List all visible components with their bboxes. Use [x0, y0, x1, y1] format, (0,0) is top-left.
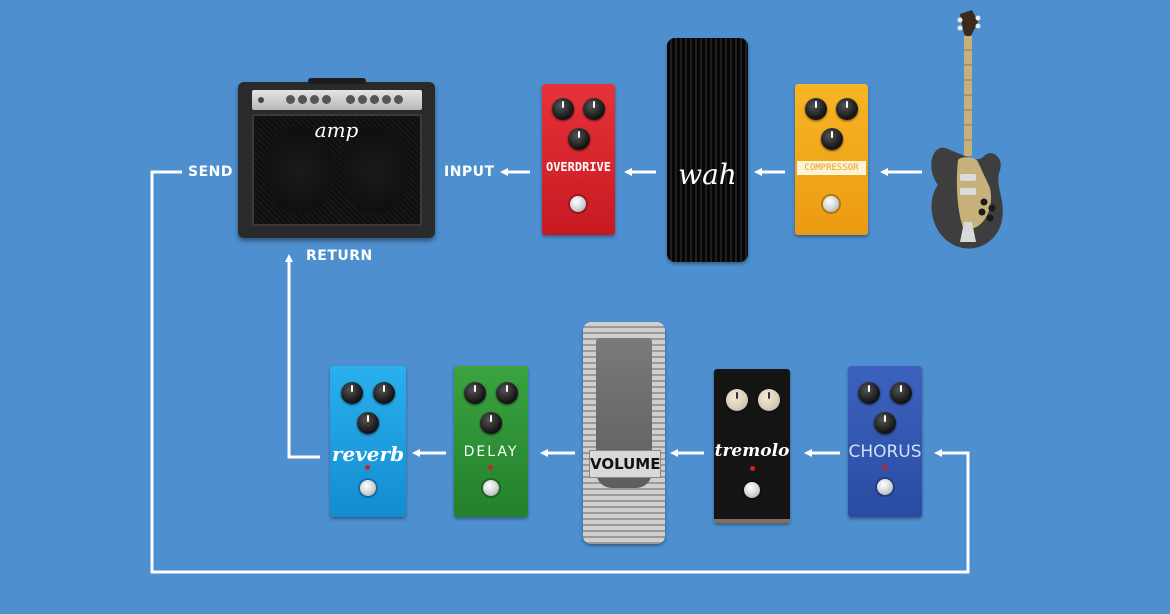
knob	[552, 98, 574, 120]
delay-label: DELAY	[463, 444, 519, 460]
return-label: RETURN	[306, 248, 373, 264]
amp-handle	[308, 78, 366, 84]
led	[576, 182, 581, 187]
knob	[341, 382, 363, 404]
led	[750, 466, 755, 471]
footswitch	[483, 480, 499, 496]
overdrive-pedal: OVERDRIVE	[542, 84, 615, 235]
overdrive-label: OVERDRIVE	[545, 160, 612, 174]
volume-label: VOLUME	[589, 450, 661, 478]
amp-logo: amp	[314, 118, 359, 142]
send-label: SEND	[188, 164, 233, 180]
knob	[726, 389, 748, 411]
reverb-label: reverb	[331, 442, 405, 466]
knob	[373, 382, 395, 404]
footswitch	[744, 482, 760, 498]
amp-control-panel	[252, 90, 422, 110]
guitar-icon	[931, 10, 1003, 249]
knob	[858, 382, 880, 404]
knob	[583, 98, 605, 120]
wah-label: wah	[678, 158, 737, 191]
knob	[357, 412, 379, 434]
knob	[805, 98, 827, 120]
chorus-label: CHORUS	[848, 442, 922, 462]
compressor-label: COMPRESSOR	[797, 161, 866, 175]
led	[365, 465, 370, 470]
tremolo-pedal: tremolo	[714, 369, 790, 523]
knob	[758, 389, 780, 411]
knob	[890, 382, 912, 404]
knob	[480, 412, 502, 434]
tremolo-label: tremolo	[714, 441, 790, 461]
knob	[821, 128, 843, 150]
input-label: INPUT	[444, 164, 495, 180]
return-line	[285, 254, 320, 459]
footswitch	[823, 196, 839, 212]
send-loop-line	[150, 170, 970, 574]
footswitch	[570, 196, 586, 212]
led	[488, 465, 493, 470]
knob	[568, 128, 590, 150]
amp: amp	[238, 78, 435, 238]
reverb-pedal: reverb	[330, 366, 406, 517]
footswitch	[877, 479, 893, 495]
led	[882, 465, 887, 470]
volume-pedal: VOLUME	[583, 322, 665, 544]
footswitch	[360, 480, 376, 496]
knob	[836, 98, 858, 120]
compressor-pedal: COMPRESSOR	[795, 84, 868, 235]
wah-pedal: wah	[667, 38, 748, 262]
chorus-pedal: CHORUS	[848, 366, 922, 517]
knob	[464, 382, 486, 404]
delay-pedal: DELAY	[454, 366, 528, 517]
knob	[496, 382, 518, 404]
knob	[874, 412, 896, 434]
amp-speaker-grille	[252, 114, 422, 226]
